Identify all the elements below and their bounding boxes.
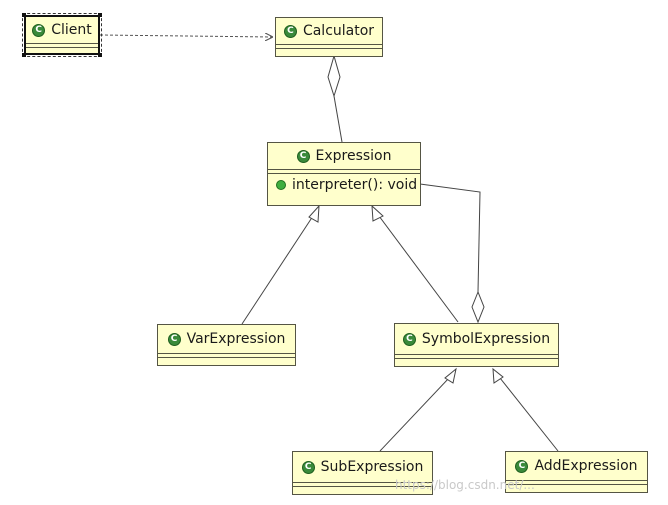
class-calculator-operations: [276, 48, 382, 52]
class-add-expression-attributes: [506, 480, 647, 484]
class-client-attributes: [26, 43, 98, 47]
class-symbol-expression-header: C SymbolExpression: [395, 324, 558, 354]
class-calculator-name: Calculator: [302, 23, 375, 39]
generalization-sub-expression: [379, 377, 450, 452]
generalization-add-expression: [499, 377, 559, 452]
class-expression-method[interactable]: interpreter(): void: [268, 173, 420, 196]
class-add-expression-operations: [506, 484, 647, 488]
class-sub-expression-header: C SubExpression: [293, 452, 432, 482]
class-add-expression[interactable]: C AddExpression: [505, 451, 648, 493]
public-method-icon: [276, 180, 286, 190]
selection-handle[interactable]: [98, 13, 102, 17]
generalization-arrow-symbol: [371, 204, 384, 222]
generalization-arrow-add: [492, 367, 504, 384]
class-client-name: Client: [51, 22, 92, 38]
class-calculator[interactable]: C Calculator: [275, 17, 383, 57]
class-client-header: C Client: [26, 17, 98, 43]
class-icon: C: [283, 24, 297, 38]
generalization-symbol-expression: [378, 215, 459, 323]
class-expression-attributes: [268, 169, 420, 173]
class-var-expression-attributes: [158, 353, 295, 357]
class-icon: C: [296, 149, 310, 163]
aggregation-line-calculator-expression: [333, 95, 343, 143]
class-expression-name: Expression: [315, 148, 392, 164]
generalization-var-expression: [241, 215, 314, 325]
selection-handle[interactable]: [98, 53, 102, 57]
class-client-operations: [26, 47, 98, 51]
class-symbol-expression-operations: [395, 358, 558, 362]
watermark-text: https://blog.csdn.net/...: [395, 478, 535, 492]
generalization-arrow-sub: [444, 367, 457, 384]
class-symbol-expression-attributes: [395, 354, 558, 358]
selection-handle[interactable]: [22, 13, 26, 17]
method-interpreter-label: interpreter(): void: [292, 177, 418, 193]
class-add-expression-header: C AddExpression: [506, 452, 647, 480]
class-icon: C: [515, 459, 529, 473]
class-var-expression-header: C VarExpression: [158, 325, 295, 353]
class-symbol-expression-name: SymbolExpression: [421, 331, 551, 347]
class-calculator-header: C Calculator: [276, 18, 382, 44]
aggregation-symbol-expression: [471, 290, 485, 324]
class-icon: C: [402, 332, 416, 346]
generalization-arrow-var: [308, 204, 320, 223]
class-icon: C: [32, 23, 46, 37]
dependency-client-calculator: [99, 35, 273, 37]
class-add-expression-name: AddExpression: [534, 458, 638, 474]
class-icon: C: [301, 460, 315, 474]
selection-handle[interactable]: [22, 53, 26, 57]
class-sub-expression-operations: [293, 486, 432, 490]
class-expression[interactable]: C Expression interpreter(): void: [267, 142, 421, 206]
class-var-expression[interactable]: C VarExpression: [157, 324, 296, 366]
class-sub-expression-attributes: [293, 482, 432, 486]
class-calculator-attributes: [276, 44, 382, 48]
class-var-expression-operations: [158, 357, 295, 361]
class-icon: C: [167, 332, 181, 346]
class-client[interactable]: C Client: [22, 13, 102, 57]
class-sub-expression[interactable]: C SubExpression: [292, 451, 433, 495]
aggregation-calculator-expression: [327, 54, 341, 98]
class-sub-expression-name: SubExpression: [320, 459, 424, 475]
class-var-expression-name: VarExpression: [186, 331, 286, 347]
class-symbol-expression[interactable]: C SymbolExpression: [394, 323, 559, 367]
aggregation-line-symbol-expression: [419, 183, 481, 293]
class-expression-header: C Expression: [268, 143, 420, 169]
